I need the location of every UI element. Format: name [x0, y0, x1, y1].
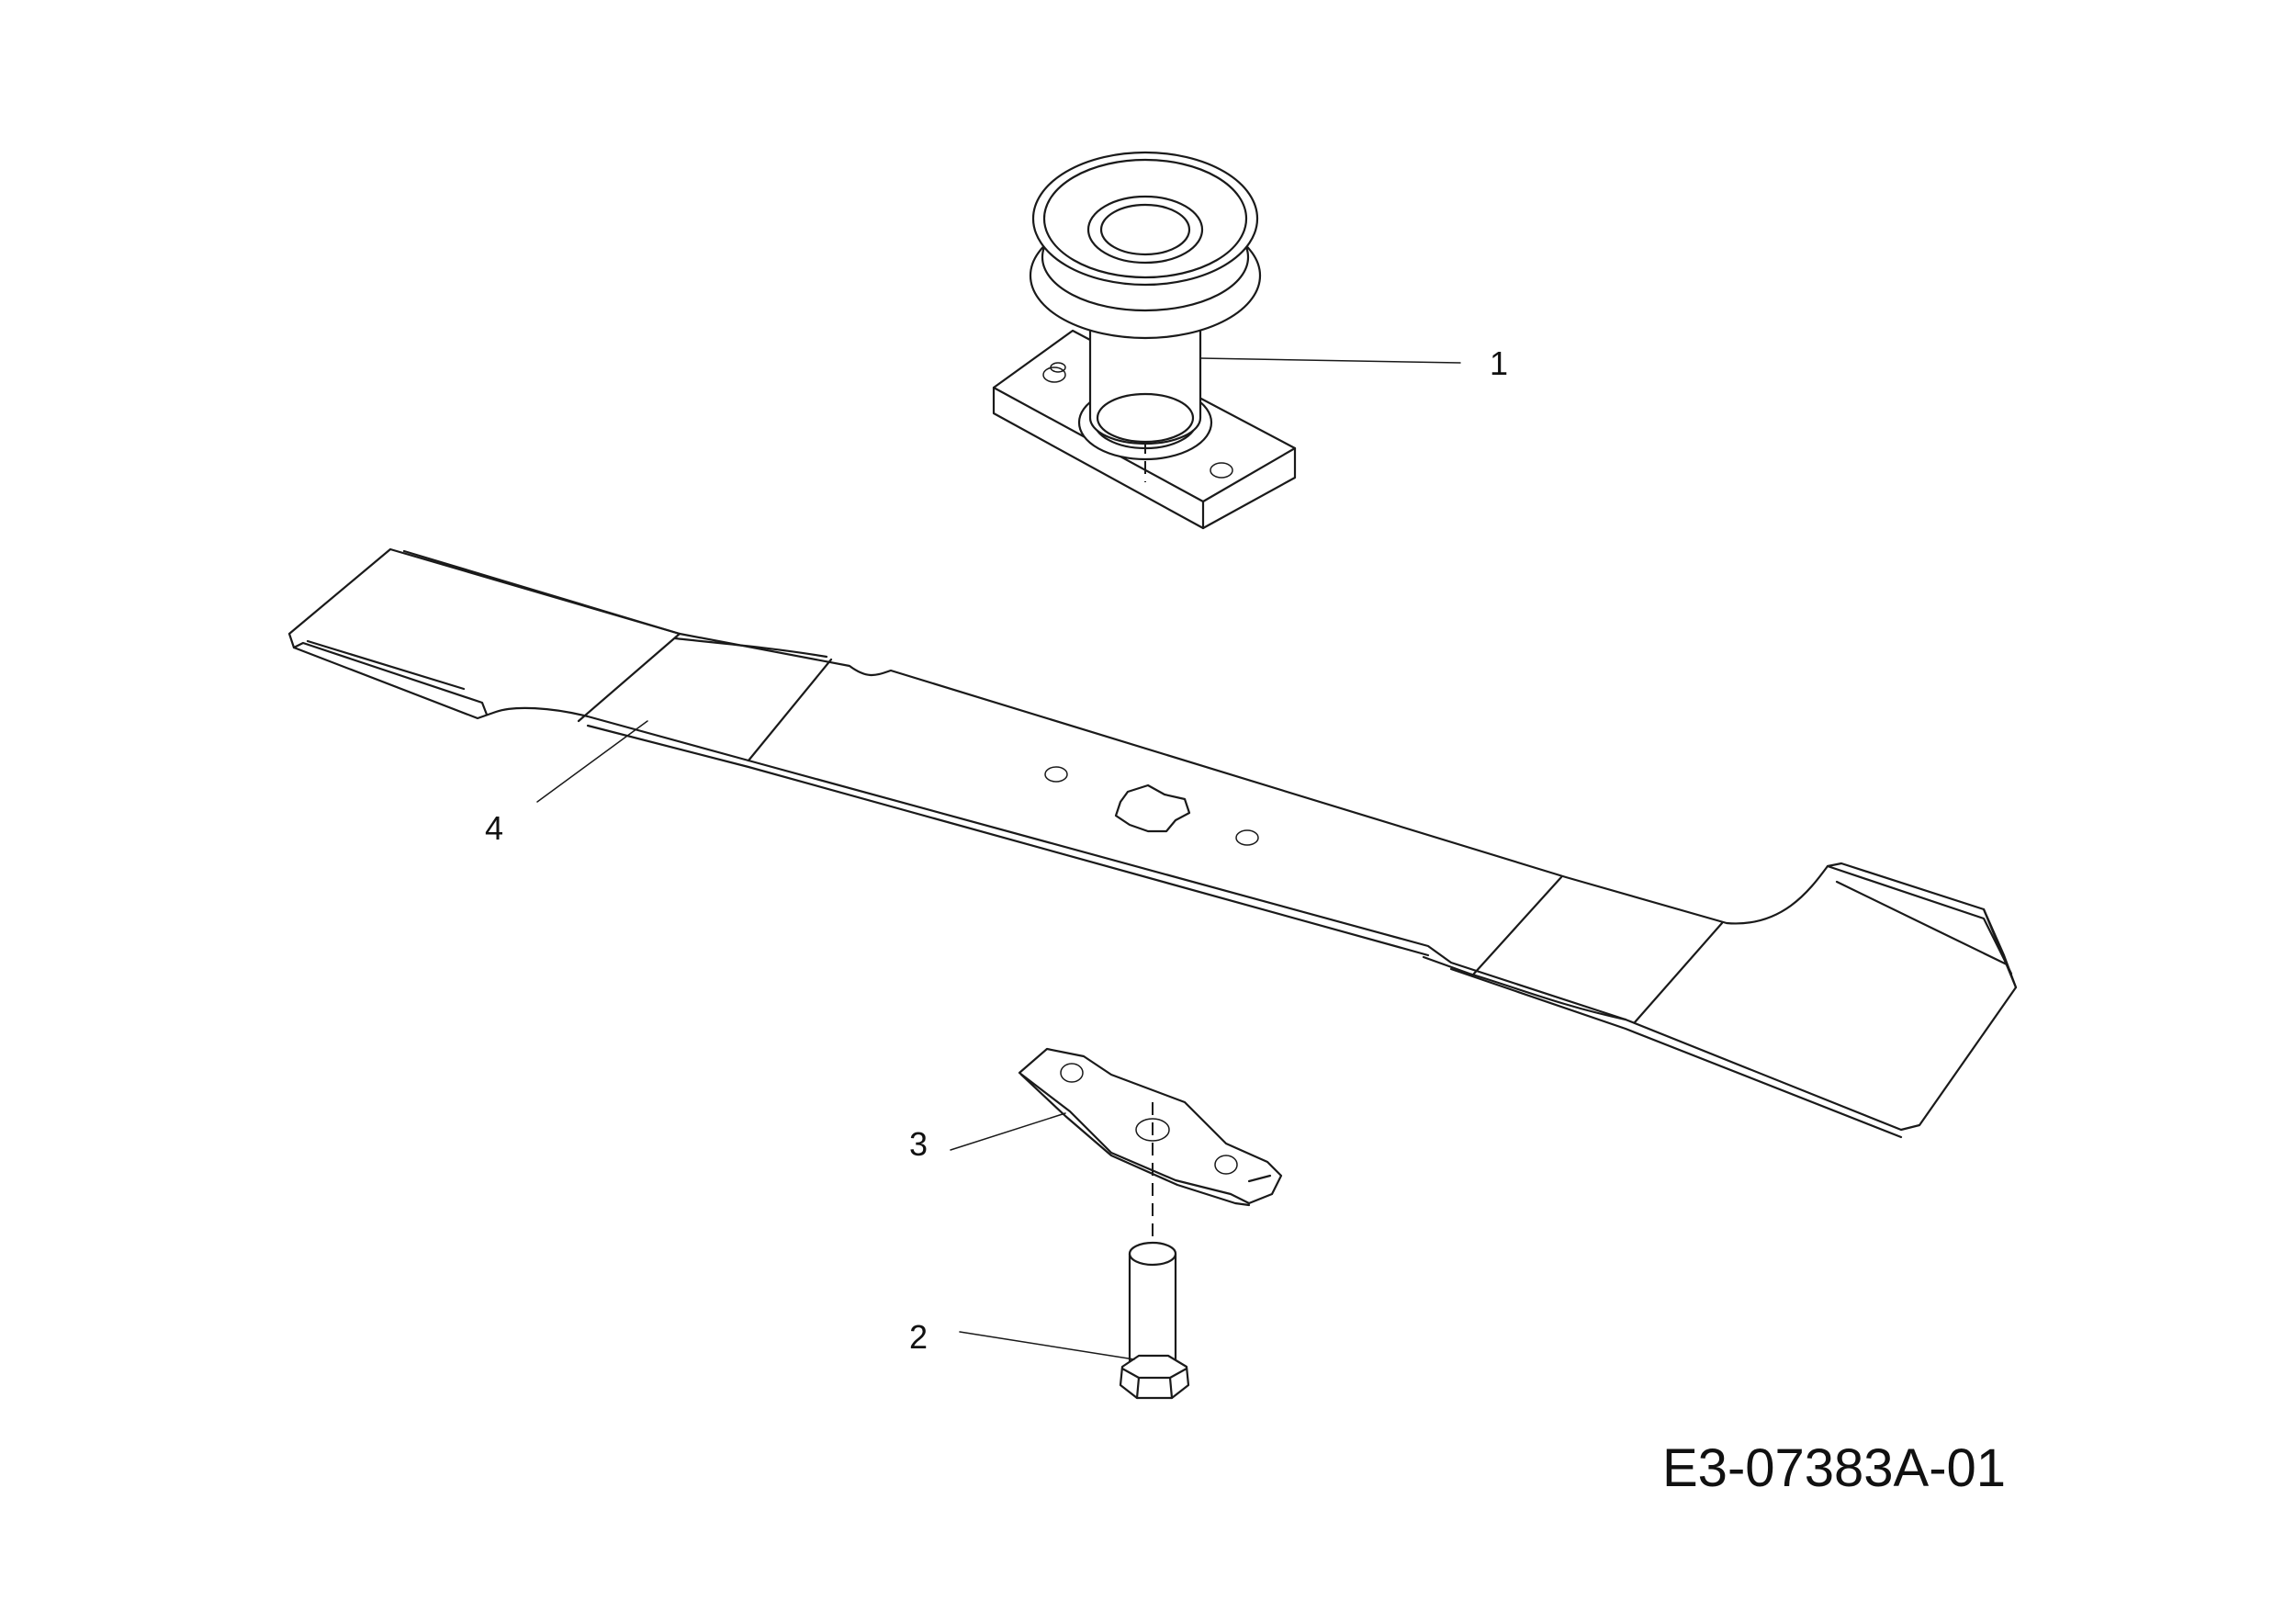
leader-line-2 — [959, 1331, 1135, 1360]
callout-4: 4 — [485, 809, 503, 847]
leader-line-3 — [950, 1112, 1066, 1151]
leader-line-1 — [1199, 357, 1461, 364]
callout-3: 3 — [909, 1125, 928, 1163]
leader-line-4 — [536, 720, 648, 803]
callout-1: 1 — [1490, 344, 1508, 382]
drawing-id: E3-07383A-01 — [1662, 1438, 2006, 1498]
part-3-washer-plate — [1018, 1047, 1283, 1254]
part-1-pulley-adapter — [992, 151, 1297, 530]
part-4-mower-blade — [287, 547, 2018, 1139]
part-2-hex-bolt — [1119, 1241, 1190, 1400]
callout-2: 2 — [909, 1318, 928, 1356]
